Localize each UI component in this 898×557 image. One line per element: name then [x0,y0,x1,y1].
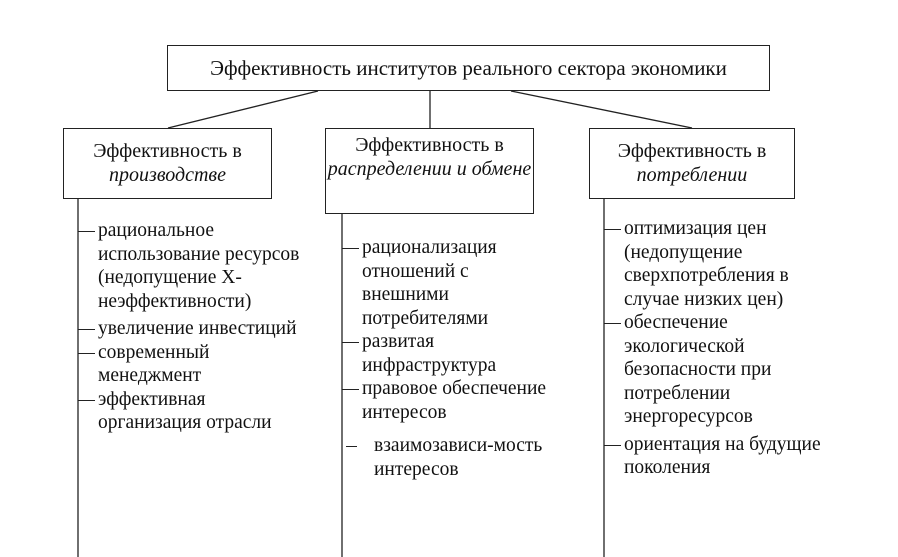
item-dash [346,446,357,448]
root-title: Эффективность институтов реального секто… [210,56,727,80]
list-item: рациональное использование ресурсов (нед… [78,219,308,313]
list-item: обеспечение экологической безопасности п… [604,311,824,429]
list-item: рационализация отношений с внешними потр… [342,236,547,330]
branch-consumption: Эффективность в потреблении [589,128,795,199]
branch-distribution-subtitle: распределении и обмене [327,158,532,180]
consumption-items: оптимизация цен (недопущение сверхпотреб… [604,217,824,480]
list-item: правовое обеспечение интересов [342,377,547,424]
item-dash [604,444,621,446]
branch-production: Эффективность в производстве [63,128,272,199]
list-item-text: ориентация на будущие поколения [624,433,821,479]
list-item-text: обеспечение экологической безопасности п… [624,312,772,427]
list-item-text: рационализация отношений с внешними потр… [362,237,497,329]
root-node: Эффективность институтов реального секто… [167,45,770,91]
list-item-text: увеличение инвестиций [98,318,297,339]
production-items: рациональное использование ресурсов (нед… [78,219,308,435]
list-item-text: рациональное использование ресурсов (нед… [98,220,300,312]
item-dash [342,248,359,250]
list-item: развитая инфраструктура [342,330,547,377]
list-item: взаимозависи-мость интересов [346,434,547,481]
item-dash [78,329,95,331]
list-item-text: взаимозависи-мость интересов [374,435,543,480]
list-item: современный менеджмент [78,341,308,388]
branch-consumption-title: Эффективность в [617,140,767,162]
list-item-text: современный менеджмент [98,341,210,387]
item-dash [78,231,95,233]
distribution-items: рационализация отношений с внешними потр… [342,236,547,481]
list-item: увеличение инвестиций [78,317,308,341]
list-item: эффективная организация отрасли [78,388,308,435]
list-item: ориентация на будущие поколения [604,433,824,480]
branch-production-subtitle: производстве [109,164,226,186]
branch-production-title: Эффективность в [93,140,242,162]
item-dash [342,389,359,391]
branch-distribution: Эффективность в распределении и обмене [325,128,534,214]
branch-distribution-title: Эффективность в [355,134,504,156]
item-dash [78,399,95,401]
item-dash [342,342,359,344]
branch-consumption-subtitle: потреблении [636,164,748,186]
list-item-text: оптимизация цен (недопущение сверхпотреб… [624,218,789,310]
list-item: оптимизация цен (недопущение сверхпотреб… [604,217,824,311]
item-dash [78,352,95,354]
list-item-text: правовое обеспечение интересов [362,378,547,423]
list-item-text: эффективная организация отрасли [98,388,272,434]
item-dash [604,229,621,231]
list-item-text: развитая инфраструктура [362,331,497,376]
item-dash [604,323,621,325]
connector-root-to-consumption [510,90,693,129]
connector-root-to-production [167,90,319,129]
